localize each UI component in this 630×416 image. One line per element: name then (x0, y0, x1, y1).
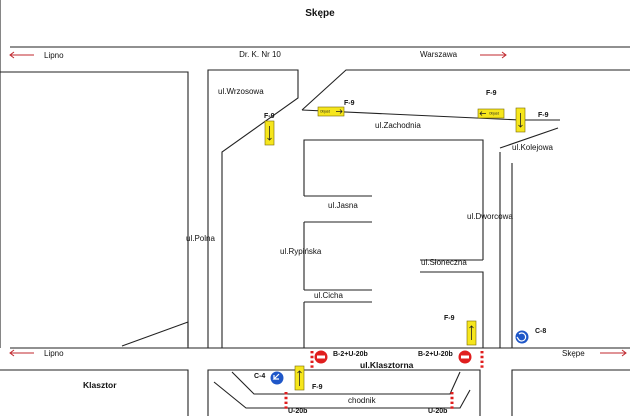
street-kolejowa-label: ul.Kolejowa (512, 143, 553, 152)
no-entry-sign-icon (313, 349, 329, 365)
chodnik-label: chodnik (348, 396, 377, 405)
f9-label-polna: F-9 (264, 113, 275, 120)
east-road-east-edge (511, 163, 630, 349)
chodnik-north-edge (231, 371, 461, 395)
skepe-right-label: Skępe (562, 349, 585, 358)
lipno-top-label: Lipno (44, 51, 64, 60)
c4-keep-left-sign-icon (269, 370, 285, 386)
street-cicha-label: ul.Cicha (314, 291, 343, 300)
detour-sign-icon (466, 320, 477, 346)
polna-inner-triangle (121, 321, 189, 347)
street-rypinska-label: ul.Rypińska (280, 247, 322, 256)
klasztorna-south-edge-mid (207, 369, 481, 416)
zachodnia-road-south-edge (303, 139, 484, 260)
warszawa-label: Warszawa (420, 50, 458, 59)
street-polna-label: ul.Polna (186, 234, 215, 243)
c8-label: C-8 (535, 328, 546, 335)
chodnik-south-edge (213, 381, 471, 409)
kolejowa-road-edge-lower (499, 127, 559, 149)
f9-label-zachodnia-east: F-9 (486, 90, 497, 97)
arrow-right-icon (480, 51, 507, 59)
c4-label: C-4 (254, 373, 265, 380)
klasztorna-south-edge-east (511, 369, 630, 416)
street-klasztorna-label: ul.Klasztorna (360, 360, 414, 370)
no-entry-sign-icon (457, 349, 473, 365)
f9-label-kolejowa: F-9 (538, 112, 549, 119)
u20b-label-west: U-20b (288, 408, 307, 415)
b2-u20b-label-east: B-2+U-20b (418, 351, 453, 358)
street-zachodnia-label: ul.Zachodnia (375, 121, 421, 130)
detour-sign-icon: Objazd (317, 106, 345, 117)
detour-sign-text: Objazd (489, 112, 499, 116)
street-dworcowa-label: ul.Dworcowa (467, 212, 513, 221)
arrow-right-icon (600, 349, 627, 357)
detour-sign-icon (515, 107, 526, 133)
map-title: Skępe (305, 8, 335, 19)
b2-u20b-label-west: B-2+U-20b (333, 351, 368, 358)
f9-label-dworcowa: F-9 (444, 315, 455, 322)
street-sloneczna-label: ul.Słoneczna (421, 258, 467, 267)
street-jasna-label: ul.Jasna (328, 201, 358, 210)
arrow-left-icon (9, 349, 34, 357)
detour-sign-icon: Objazd (477, 108, 505, 119)
detour-sign-icon (294, 365, 305, 391)
dk10-label: Dr. K. Nr 10 (239, 50, 281, 59)
lipno-bottom-label: Lipno (44, 349, 64, 358)
klasztorna-south-edge-west (0, 369, 189, 416)
dk10-road-bottom-edge-mid (207, 69, 299, 348)
f9-label-klasztorna: F-9 (312, 384, 323, 391)
c8-roundabout-sign-icon (514, 329, 530, 345)
dk10-road-bottom-edge-east (301, 69, 630, 111)
dk10-road-bottom-edge-west (0, 71, 189, 348)
arrow-left-icon (9, 51, 34, 59)
sloneczna-road-edges-2 (420, 271, 484, 348)
u20b-label-east: U-20b (428, 408, 447, 415)
f9-label-zachodnia-west: F-9 (344, 100, 355, 107)
klasztor-label: Klasztor (83, 380, 117, 390)
detour-sign-icon (264, 120, 275, 146)
street-wrzosowa-label: ul.Wrzosowa (218, 87, 264, 96)
detour-sign-text: Objazd (320, 110, 330, 114)
